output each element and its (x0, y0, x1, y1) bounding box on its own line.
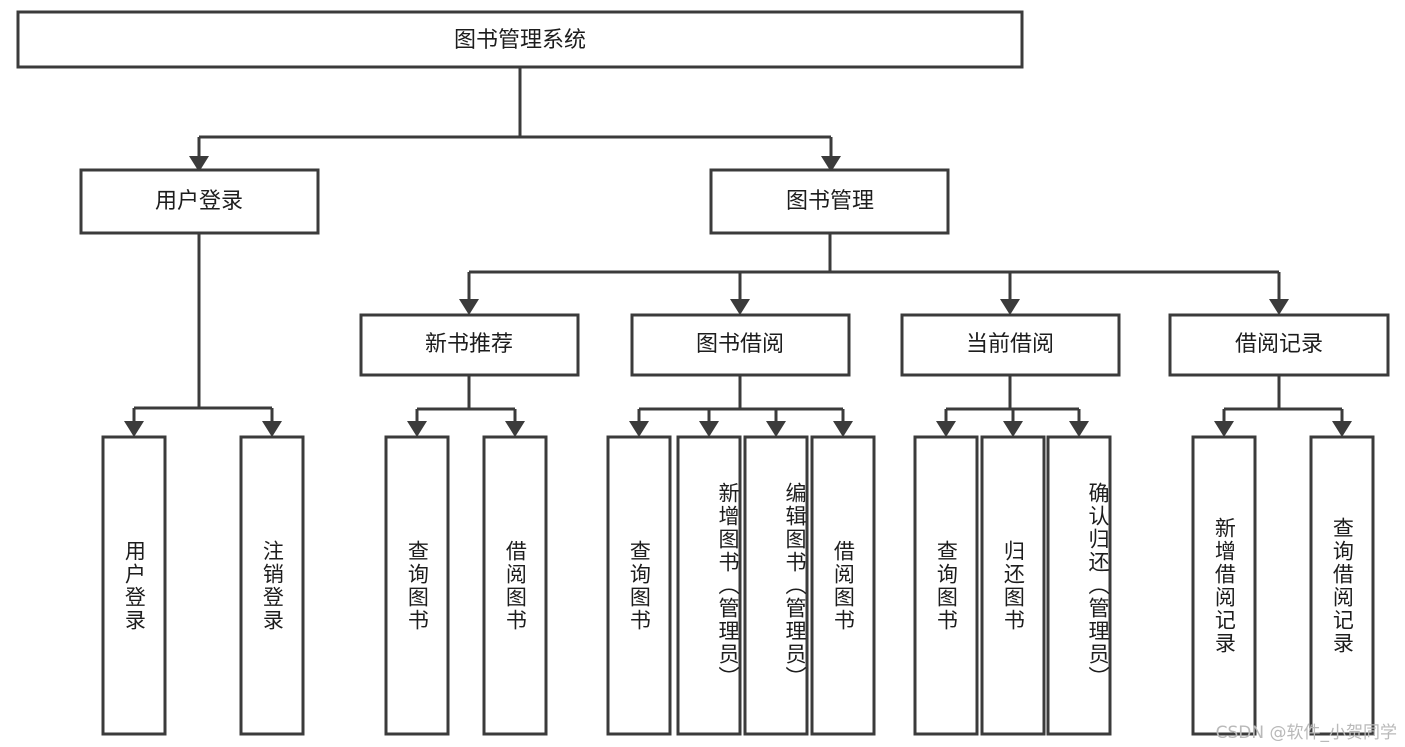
arrow-leaf-borrow-book-rec (505, 421, 525, 437)
node-current-borrow[interactable]: 当前借阅 (900, 313, 1121, 377)
arrow-leaf-logout (262, 421, 282, 437)
arrow-borrow-record (1269, 299, 1289, 315)
node-borrow-record-label: 借阅记录 (1235, 332, 1323, 357)
node-borrow-record[interactable]: 借阅记录 (1168, 313, 1390, 377)
node-book-borrow[interactable]: 图书借阅 (630, 313, 851, 377)
node-book-borrow-box[interactable] (630, 313, 851, 377)
node-root[interactable]: 图书管理系统 (16, 10, 1024, 69)
node-leaf-user-login-box[interactable] (101, 435, 167, 736)
node-leaf-query-record-box[interactable] (1309, 435, 1375, 736)
node-current-borrow-box[interactable] (900, 313, 1121, 377)
node-leaf-borrow-book-rec-box[interactable] (482, 435, 548, 736)
arrow-leaf-return-book (1003, 421, 1023, 437)
arrow-current-borrow (1000, 299, 1020, 315)
node-book-manage-box[interactable] (709, 168, 950, 235)
node-user-login-label: 用户登录 (155, 189, 243, 214)
node-leaf-return-book-box[interactable] (980, 435, 1046, 736)
arrow-leaf-add-book (699, 421, 719, 437)
arrow-book-manage (821, 156, 841, 172)
arrow-leaf-add-record (1214, 421, 1234, 437)
arrow-leaf-edit-book (766, 421, 786, 437)
arrow-leaf-borrow-book-bb (833, 421, 853, 437)
node-book-manage-label: 图书管理 (786, 189, 874, 214)
node-leaf-query-book-rec-box[interactable] (384, 435, 450, 736)
node-leaf-query-book-cb-box[interactable] (913, 435, 979, 736)
arrow-new-book-rec (459, 299, 479, 315)
node-leaf-edit-book-box[interactable] (743, 435, 809, 736)
node-borrow-record-box[interactable] (1168, 313, 1390, 377)
arrow-book-borrow (730, 299, 750, 315)
node-book-manage[interactable]: 图书管理 (709, 168, 950, 235)
node-leaf-borrow-book-bb-box[interactable] (810, 435, 876, 736)
node-user-login-box[interactable] (79, 168, 320, 235)
node-layer: 图书管理系统 用户登录 图书管理 新书推荐 图书借阅 当前 (16, 10, 1390, 736)
connector-layer (124, 67, 1352, 437)
node-root-box[interactable] (16, 10, 1024, 69)
arrow-leaf-query-record (1332, 421, 1352, 437)
arrow-leaf-confirm-return (1069, 421, 1089, 437)
node-leaf-logout-box[interactable] (239, 435, 305, 736)
node-book-borrow-label: 图书借阅 (696, 332, 784, 357)
arrow-leaf-user-login (124, 421, 144, 437)
node-leaf-add-record-box[interactable] (1191, 435, 1257, 736)
node-new-book-rec-label: 新书推荐 (425, 332, 513, 357)
node-new-book-rec[interactable]: 新书推荐 (359, 313, 580, 377)
node-leaf-add-book-box[interactable] (676, 435, 742, 736)
node-current-borrow-label: 当前借阅 (966, 332, 1054, 357)
arrow-leaf-query-book-rec (407, 421, 427, 437)
arrow-leaf-query-book-cb (936, 421, 956, 437)
node-root-label: 图书管理系统 (454, 28, 586, 53)
arrow-leaf-query-book-bb (629, 421, 649, 437)
node-new-book-rec-box[interactable] (359, 313, 580, 377)
csdn-watermark: CSDN @软件_小贺同学 (1215, 723, 1397, 743)
node-leaf-confirm-return-box[interactable] (1046, 435, 1112, 736)
node-user-login[interactable]: 用户登录 (79, 168, 320, 235)
arrow-user-login (189, 156, 209, 172)
node-leaf-query-book-bb-box[interactable] (606, 435, 672, 736)
